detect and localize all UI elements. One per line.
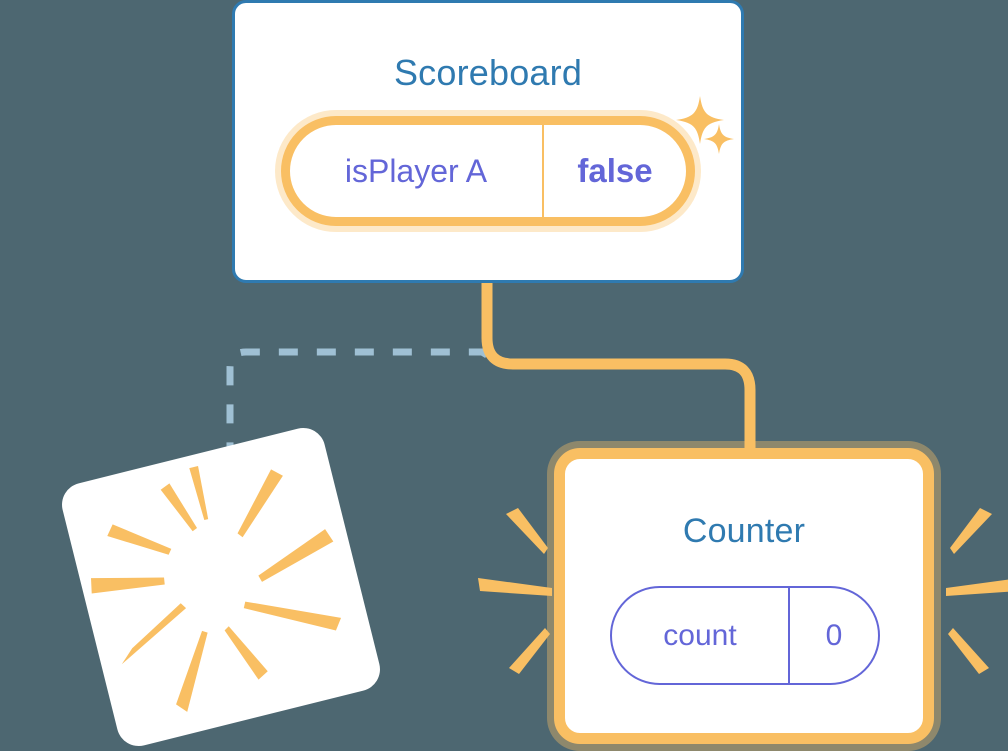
counter-title: Counter (682, 512, 806, 550)
connector-solid-to-counter (481, 283, 756, 468)
counter-state-pill[interactable]: count 0 (610, 586, 880, 685)
scoreboard-state-key: isPlayer A (290, 125, 544, 217)
counter-right-rays-icon (946, 508, 1008, 674)
scoreboard-card[interactable]: Scoreboard isPlayer A false (232, 0, 744, 283)
scoreboard-state-pill[interactable]: isPlayer A false (281, 116, 695, 226)
scoreboard-state-value: false (577, 152, 653, 189)
sparkle-star-small-icon (704, 124, 734, 154)
sparkle-star-icon (676, 96, 724, 144)
counter-state-value: 0 (825, 618, 843, 652)
counter-left-rays-icon (478, 508, 552, 674)
scoreboard-title: Scoreboard (393, 52, 583, 93)
burst-card[interactable] (57, 423, 385, 751)
counter-card[interactable]: Counter count 0 (554, 448, 934, 744)
burst-rays-icon (91, 465, 342, 712)
counter-state-key: count (612, 588, 790, 683)
